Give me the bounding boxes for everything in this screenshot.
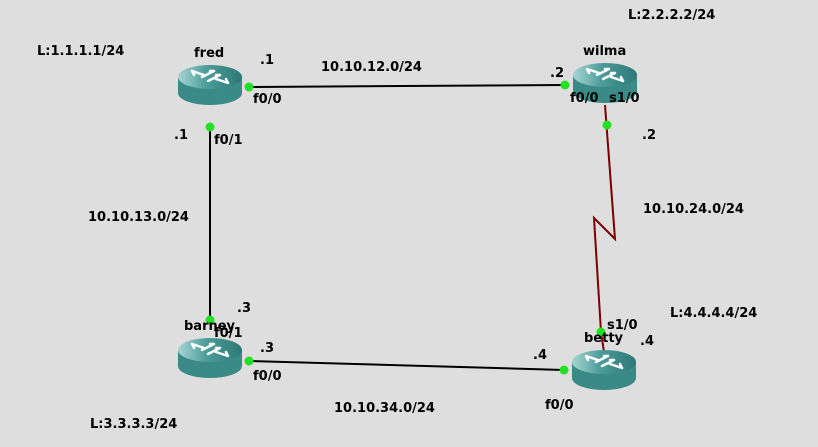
interface-barney-f0-0: f0/0 — [253, 369, 282, 384]
link-barney-betty[interactable] — [248, 360, 565, 371]
port-status-barney-f0-1 — [205, 315, 215, 325]
loopback-fred: L:1.1.1.1/24 — [37, 44, 124, 59]
ip-wilma-s1-0: .2 — [642, 128, 656, 143]
port-status-wilma-s1-0 — [602, 120, 612, 130]
router-icon — [176, 336, 244, 380]
ip-wilma-f0-0: .2 — [550, 66, 564, 81]
router-icon — [570, 348, 638, 392]
network-label-wilma-betty: 10.10.24.0/24 — [643, 202, 744, 217]
router-name-betty: betty — [584, 331, 624, 346]
interface-fred-f0-1: f0/1 — [214, 133, 243, 148]
router-betty[interactable] — [570, 348, 638, 392]
router-icon — [176, 63, 244, 107]
interface-wilma-s1-0: s1/0 — [609, 91, 640, 106]
ip-barney-f0-0: .3 — [260, 341, 274, 356]
router-fred[interactable] — [176, 63, 244, 107]
network-label-fred-barney: 10.10.13.0/24 — [88, 210, 189, 225]
port-status-barney-f0-0 — [244, 356, 254, 366]
interface-betty-s1-0: s1/0 — [607, 318, 638, 333]
link-fred-wilma[interactable] — [248, 84, 566, 88]
network-label-barney-betty: 10.10.34.0/24 — [334, 401, 435, 416]
loopback-wilma: L:2.2.2.2/24 — [628, 8, 715, 23]
ip-barney-f0-1: .3 — [237, 301, 251, 316]
port-status-fred-f0-1 — [205, 122, 215, 132]
ip-fred-f0-0: .1 — [260, 53, 274, 68]
link-wilma-betty-serial[interactable] — [592, 104, 617, 353]
port-status-wilma-f0-0 — [560, 80, 570, 90]
port-status-betty-s1-0 — [596, 327, 606, 337]
router-barney[interactable] — [176, 336, 244, 380]
router-name-wilma: wilma — [583, 44, 626, 59]
network-label-fred-wilma: 10.10.12.0/24 — [321, 60, 422, 75]
interface-wilma-f0-0: f0/0 — [570, 91, 599, 106]
router-name-fred: fred — [194, 46, 224, 61]
interface-fred-f0-0: f0/0 — [253, 92, 282, 107]
interface-betty-f0-0: f0/0 — [545, 398, 574, 413]
port-status-betty-f0-0 — [559, 365, 569, 375]
loopback-betty: L:4.4.4.4/24 — [670, 306, 757, 321]
loopback-barney: L:3.3.3.3/24 — [90, 417, 177, 432]
ip-betty-s1-0: .4 — [640, 334, 654, 349]
interface-barney-f0-1: f0/1 — [214, 326, 243, 341]
ip-betty-f0-0: .4 — [533, 348, 547, 363]
port-status-fred-f0-0 — [244, 82, 254, 92]
router-name-barney: barney — [184, 319, 236, 334]
ip-fred-f0-1: .1 — [174, 128, 188, 143]
